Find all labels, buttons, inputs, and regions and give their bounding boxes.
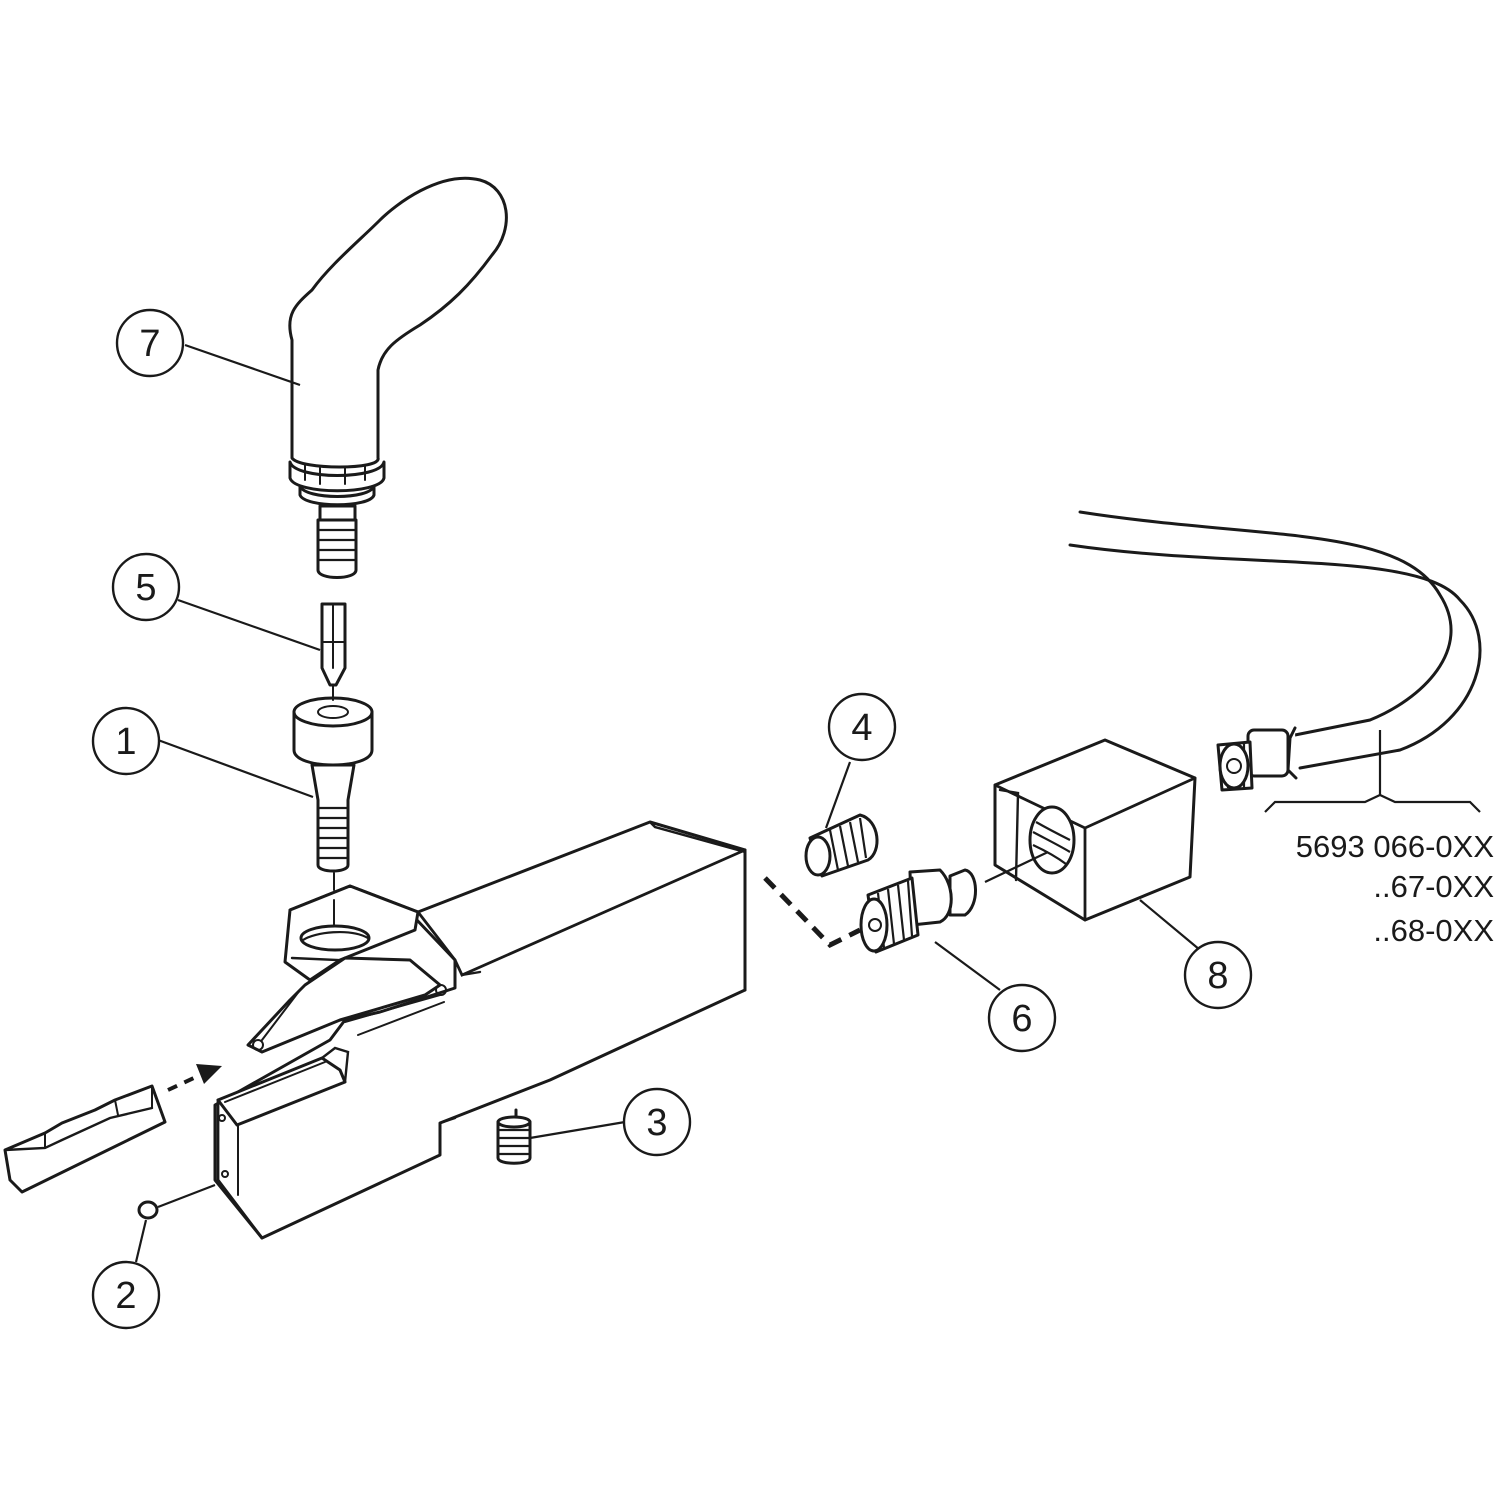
coolant-hose bbox=[1068, 510, 1482, 792]
svg-text:7: 7 bbox=[139, 323, 160, 365]
callout-2: 2 bbox=[91, 1260, 161, 1330]
clamp-screw bbox=[157, 696, 374, 926]
callout-7: 7 bbox=[115, 308, 185, 378]
callout-6: 6 bbox=[987, 983, 1057, 1053]
part-number-1: 5693 066-0XX bbox=[1296, 829, 1495, 864]
callout-5: 5 bbox=[111, 552, 181, 622]
svg-text:6: 6 bbox=[1011, 998, 1032, 1040]
svg-text:4: 4 bbox=[851, 707, 872, 749]
callout-3: 3 bbox=[622, 1087, 692, 1157]
svg-text:3: 3 bbox=[646, 1102, 667, 1144]
svg-text:5: 5 bbox=[135, 567, 156, 609]
part-number-list: 5693 066-0XX ..67-0XX ..68-0XX bbox=[1296, 829, 1495, 948]
grooving-insert bbox=[3, 1084, 167, 1194]
pin bbox=[134, 1183, 216, 1263]
coolant-path-dashed-line bbox=[763, 876, 862, 949]
callout-4: 4 bbox=[827, 692, 897, 762]
set-screw-4 bbox=[804, 761, 879, 878]
torx-bit bbox=[177, 598, 347, 701]
part-number-bracket bbox=[1264, 730, 1481, 813]
set-screw-3 bbox=[496, 1108, 626, 1165]
callout-8: 8 bbox=[1139, 899, 1253, 1010]
callout-1: 1 bbox=[91, 706, 161, 776]
nipple-adapter bbox=[859, 868, 1001, 991]
part-number-2: ..67-0XX bbox=[1373, 869, 1494, 904]
tool-holder-body bbox=[213, 820, 747, 1240]
coupling-block bbox=[984, 738, 1197, 922]
t-handle-key bbox=[184, 176, 508, 579]
svg-text:8: 8 bbox=[1207, 955, 1228, 997]
insertion-arrow bbox=[167, 1064, 222, 1092]
part-number-3: ..68-0XX bbox=[1373, 913, 1494, 948]
svg-text:2: 2 bbox=[115, 1275, 136, 1317]
svg-text:1: 1 bbox=[115, 721, 136, 763]
